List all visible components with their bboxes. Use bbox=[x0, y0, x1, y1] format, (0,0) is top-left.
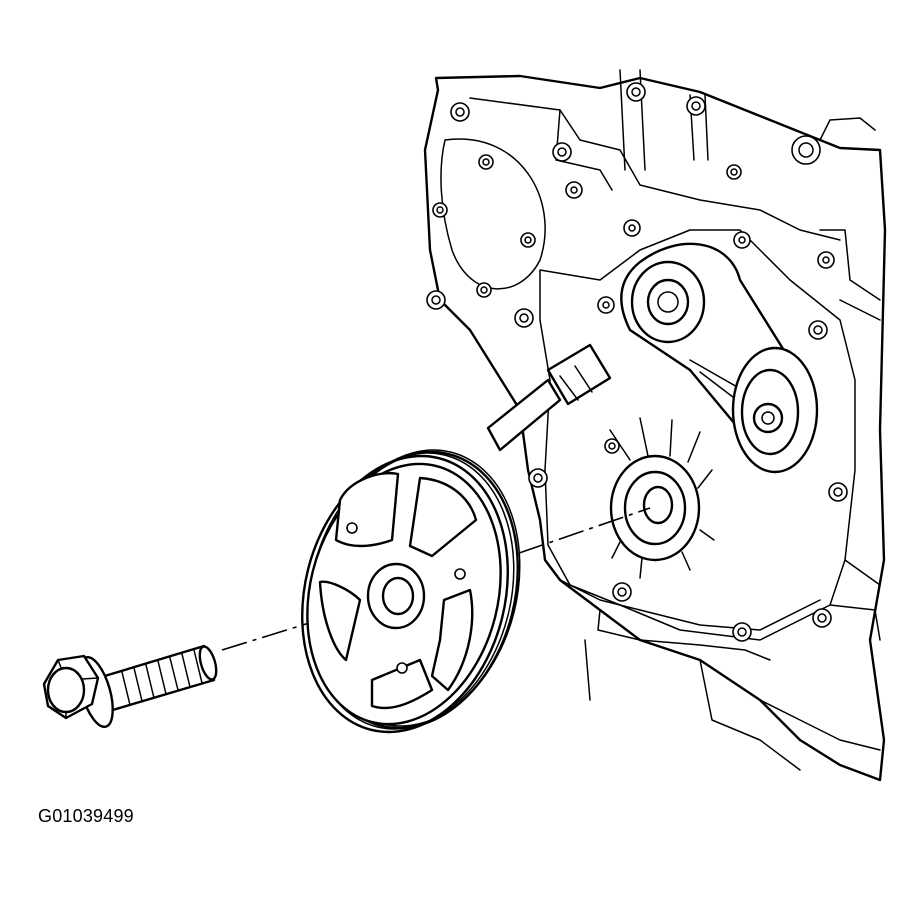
bolt-icon bbox=[604, 438, 620, 454]
bolt-icon bbox=[828, 482, 848, 502]
sensor-connector bbox=[486, 343, 612, 452]
bolt-icon bbox=[626, 82, 646, 102]
bolt-icon bbox=[514, 308, 534, 328]
bolt-icon bbox=[623, 219, 641, 237]
bolt-icon bbox=[597, 296, 615, 314]
crankshaft-pulley bbox=[301, 449, 521, 734]
bolt-icon bbox=[612, 582, 632, 602]
bolt-icon bbox=[732, 622, 752, 642]
crankshaft-bolt bbox=[42, 644, 218, 729]
block-bolts bbox=[426, 82, 848, 642]
bolt-icon bbox=[686, 96, 706, 116]
bolt-icon bbox=[791, 135, 821, 165]
bolt-icon bbox=[520, 232, 536, 248]
bolt-icon bbox=[426, 290, 446, 310]
bolt-icon bbox=[552, 142, 572, 162]
figure-id-label: G01039499 bbox=[38, 806, 134, 826]
bolt-icon bbox=[478, 154, 494, 170]
bolt-icon bbox=[450, 102, 470, 122]
bolt-icon bbox=[726, 164, 742, 180]
bolt-icon bbox=[565, 181, 583, 199]
bolt-icon bbox=[817, 251, 835, 269]
belt-tensioner bbox=[620, 242, 819, 474]
bolt-icon bbox=[812, 608, 832, 628]
bolt-icon bbox=[432, 202, 448, 218]
bolt-icon bbox=[476, 282, 492, 298]
bolt-icon bbox=[528, 468, 548, 488]
crankshaft-hub bbox=[609, 417, 715, 579]
bolt-icon bbox=[808, 320, 828, 340]
bolt-icon bbox=[733, 231, 751, 249]
